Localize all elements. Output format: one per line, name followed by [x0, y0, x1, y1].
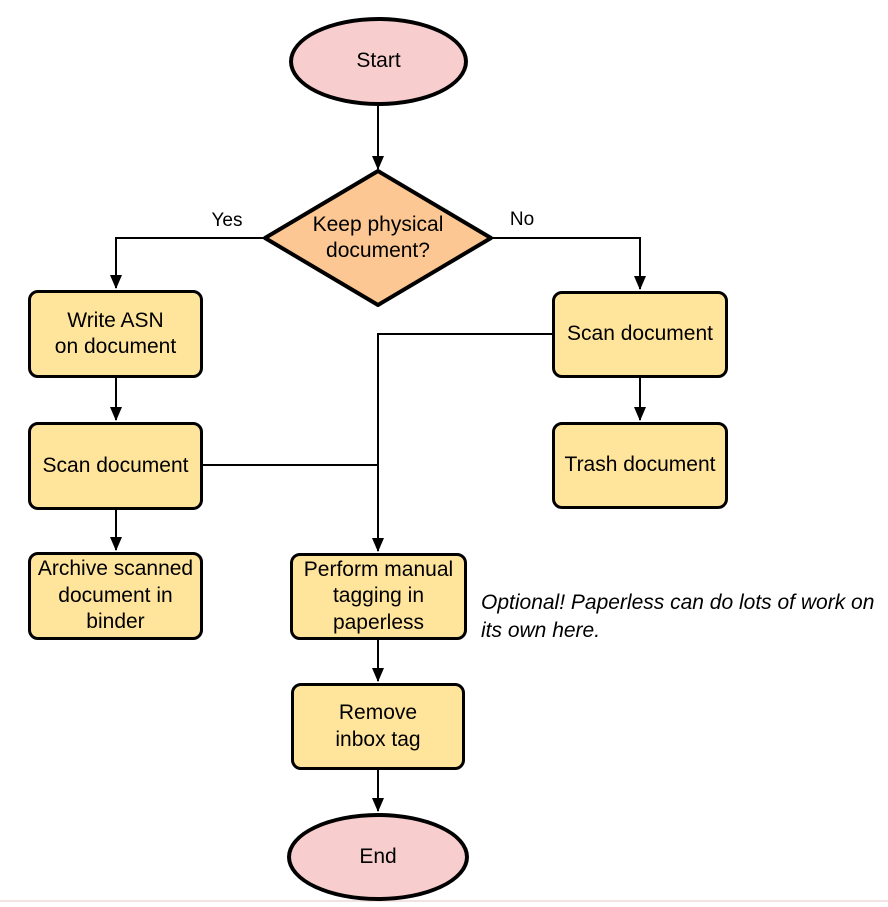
flowchart-node-trash-document: Trash document: [552, 422, 728, 509]
write-asn-label: Write ASN on document: [54, 308, 177, 358]
flowchart-node-scan-document-left: Scan document: [28, 422, 203, 510]
archive-label: Archive scanned document in binder: [37, 557, 194, 634]
flowchart-node-archive-binder: Archive scanned document in binder: [28, 552, 203, 640]
flowchart-node-remove-inbox-tag: Remove inbox tag: [291, 683, 465, 770]
flowchart-node-scan-document-right: Scan document: [552, 291, 728, 378]
flowchart-node-manual-tagging: Perform manual tagging in paperless: [290, 553, 467, 640]
decision-diamond-shape: [263, 169, 493, 307]
scan-left-label: Scan document: [42, 453, 189, 477]
scan-right-label: Scan document: [567, 322, 713, 346]
trash-label: Trash document: [564, 453, 716, 477]
start-label: Start: [356, 49, 401, 73]
end-label: End: [359, 844, 397, 868]
edge-label-no: No: [509, 209, 535, 230]
flowchart-node-write-asn: Write ASN on document: [28, 290, 203, 378]
flowchart-node-end: End: [287, 813, 469, 901]
flowchart-node-start: Start: [289, 17, 468, 106]
edge-label-yes: Yes: [211, 210, 243, 231]
bottom-edge-line: [0, 900, 888, 902]
remove-inbox-label: Remove inbox tag: [335, 701, 421, 751]
tagging-label: Perform manual tagging in paperless: [303, 557, 454, 634]
decision-label: Keep physical document?: [312, 212, 444, 262]
optional-annotation: Optional! Paperless can do lots of work …: [481, 591, 875, 642]
edge-decision-no-to-scan-right: [491, 237, 646, 290]
edge-scan-right-to-tagging: [372, 333, 552, 552]
edge-decision-yes-to-write-asn: [110, 237, 265, 289]
